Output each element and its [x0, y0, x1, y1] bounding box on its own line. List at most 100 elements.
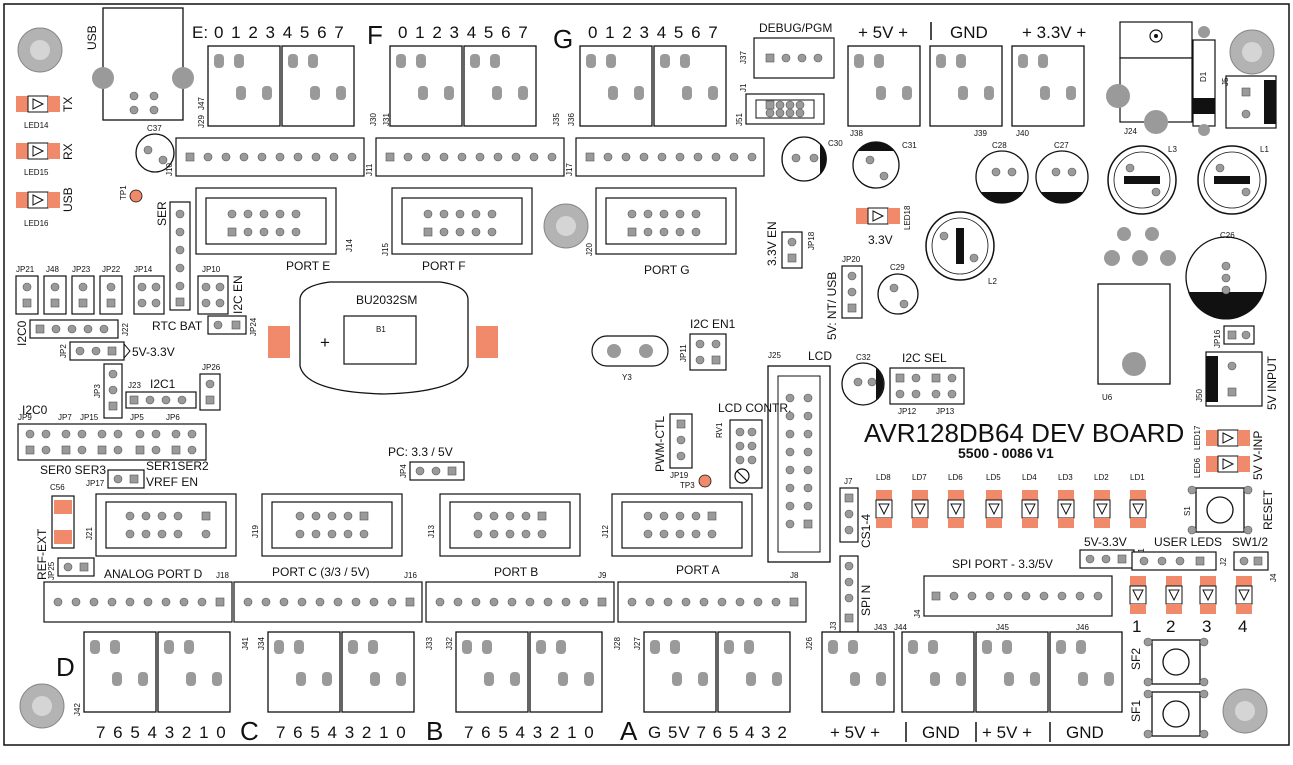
- user-button-sf1[interactable]: SF1: [1129, 689, 1209, 739]
- cap-ref: C28: [992, 141, 1007, 150]
- capacitor-c56: C56 REF-EXT: [35, 483, 75, 580]
- i2c-en1-label: I2C EN1: [690, 317, 736, 331]
- ref-d1: D1: [1199, 71, 1208, 82]
- user-led-num: 3: [1202, 617, 1211, 636]
- v5-input-label: 5V INPUT: [1265, 355, 1279, 410]
- idc-label: PORT C (3/3 / 5V): [272, 565, 370, 579]
- ref-jp18: JP18: [807, 231, 816, 250]
- ref-jp12: JP12: [898, 407, 917, 416]
- crystal-y3: Y3: [591, 335, 669, 382]
- ref-jp16: JP16: [1213, 329, 1222, 348]
- lcd-header: J25 LCD: [767, 349, 832, 563]
- ref-jp20: JP20: [842, 255, 861, 264]
- idc-header-port-f: PORT F J15: [381, 187, 533, 273]
- mounting-hole-icon: [543, 203, 589, 249]
- ref-j40: J40: [1016, 129, 1029, 138]
- ref-jp19: JP19: [670, 471, 689, 480]
- pin-header-j9: J9: [425, 571, 615, 623]
- capacitor-c27: C27: [1035, 141, 1089, 204]
- power-label-gnd-b2: GND: [1066, 723, 1104, 742]
- ref-j50: J3: [829, 621, 838, 630]
- port-letter-d: D: [56, 652, 75, 682]
- ref-u6: U6: [1102, 393, 1113, 402]
- status-led-tx: TX LED14: [15, 95, 75, 130]
- inductor-l2: L2: [925, 211, 997, 286]
- jumper-jp2: JP2 5V-3.3V: [59, 341, 175, 361]
- mounting-hole-icon: [17, 27, 63, 73]
- status-led-ref: LED15: [24, 168, 49, 177]
- jumper-jp3: JP3: [93, 363, 123, 419]
- ref-j30: J30: [369, 113, 378, 126]
- ref-tp3: TP3: [680, 481, 695, 490]
- ref-j26: J26: [805, 637, 814, 650]
- user-button-sf2[interactable]: SF2: [1129, 637, 1209, 687]
- cap-ref: C31: [902, 141, 917, 150]
- ref-jp23: JP23: [72, 265, 91, 274]
- plus-icon: +: [320, 333, 330, 352]
- ref-rv1: RV1: [715, 422, 724, 438]
- header-ref: J9: [598, 571, 607, 580]
- status-led-ref: LED16: [24, 219, 49, 228]
- user-led-num: 4: [1238, 617, 1247, 636]
- idc-header-port-b: PORT B J13: [427, 493, 581, 579]
- ref-j32: J32: [445, 637, 454, 650]
- idc-header-port-e: PORT E J14: [195, 187, 354, 273]
- power-label-5v-b2: + 5V +: [982, 723, 1032, 742]
- ref-jp6: JP6: [166, 413, 180, 422]
- idc-ref: J12: [601, 525, 610, 538]
- ref-j45: J45: [996, 623, 1009, 632]
- i2c1-header: J23 I2C1: [125, 377, 197, 409]
- sw12-label: SW1/2: [1232, 535, 1268, 549]
- spi-n-label: SPI N: [859, 585, 873, 616]
- header-ref: J16: [404, 571, 417, 580]
- ref-jp7: JP7: [58, 413, 72, 422]
- ref-jp14: JP14: [134, 265, 153, 274]
- power-led-33v: 3.3V LED18: [855, 205, 912, 247]
- idc-header-port-c: PORT C (3/3 / 5V) J19: [251, 493, 403, 579]
- port-letter-g: G: [553, 24, 573, 54]
- ser12-label: SER1SER2: [146, 459, 209, 473]
- status-led-label: RX: [61, 143, 75, 160]
- sf2-label: SF2: [1129, 648, 1143, 670]
- ser-labels: SER0 SER3: [40, 463, 106, 477]
- ref-j48: J48: [46, 265, 59, 274]
- ref-j25: J25: [768, 351, 781, 360]
- jumper-jp26: JP26: [199, 363, 221, 411]
- pin-header-j10: J10: [165, 137, 365, 177]
- cap-ref: C30: [828, 139, 843, 148]
- ref-jp21: JP21: [16, 265, 35, 274]
- terminal-block-power-top: [847, 45, 1085, 127]
- header-ref: J18: [216, 571, 229, 580]
- power-label-5v: + 5V +: [858, 23, 908, 42]
- idc-label: PORT F: [422, 259, 466, 273]
- jumper-jp11: I2C EN1 JP11: [679, 317, 736, 371]
- port-letter-a: A: [620, 716, 638, 746]
- jumper-row-ser: JP9 JP7 JP15 JP5 JP6: [17, 413, 207, 461]
- pwm-ctl-label: PWM-CTL: [653, 416, 667, 472]
- debug-ref: J1: [739, 83, 748, 92]
- ref-j39: J39: [974, 129, 987, 138]
- port-pins-d: 7 6 5 4 3 2 1 0: [96, 723, 227, 742]
- user-led-row: LD8 LD7 LD6 LD5 LD4 LD3 LD2 LD1: [875, 473, 1147, 529]
- i2c0-label: I2C0: [15, 320, 29, 346]
- cap-ref: C56: [50, 483, 65, 492]
- user-led-ref: LD6: [948, 473, 963, 482]
- port-pins-f: 0 1 2 3 4 5 6 7: [398, 23, 529, 42]
- mounting-hole-icon: [1222, 688, 1268, 734]
- battery-ref: B1: [376, 325, 386, 334]
- connector-j5: J5: [1221, 75, 1277, 129]
- reset-button[interactable]: RESET S1: [1183, 485, 1275, 535]
- idc-header-port-g: PORT G J20: [585, 187, 737, 277]
- debug-ref: J37: [739, 51, 748, 64]
- terminal-block-power-bottom: [821, 631, 1123, 713]
- capacitor-c28: C28: [975, 141, 1029, 204]
- ref-jp3: JP3: [93, 384, 102, 398]
- i2c-sel-label: I2C SEL: [902, 351, 947, 365]
- ref-j44: J44: [894, 623, 907, 632]
- ref-j7: J4: [913, 609, 922, 618]
- spi-port-header: SPI PORT - 3.3/5V J4: [913, 557, 1113, 618]
- power-input-connector: 5V INPUT J50: [1195, 351, 1279, 410]
- ref-j2: J2: [1219, 557, 1228, 566]
- spi-port-label: SPI PORT - 3.3/5V: [952, 557, 1053, 571]
- idc-ref: J21: [85, 527, 94, 540]
